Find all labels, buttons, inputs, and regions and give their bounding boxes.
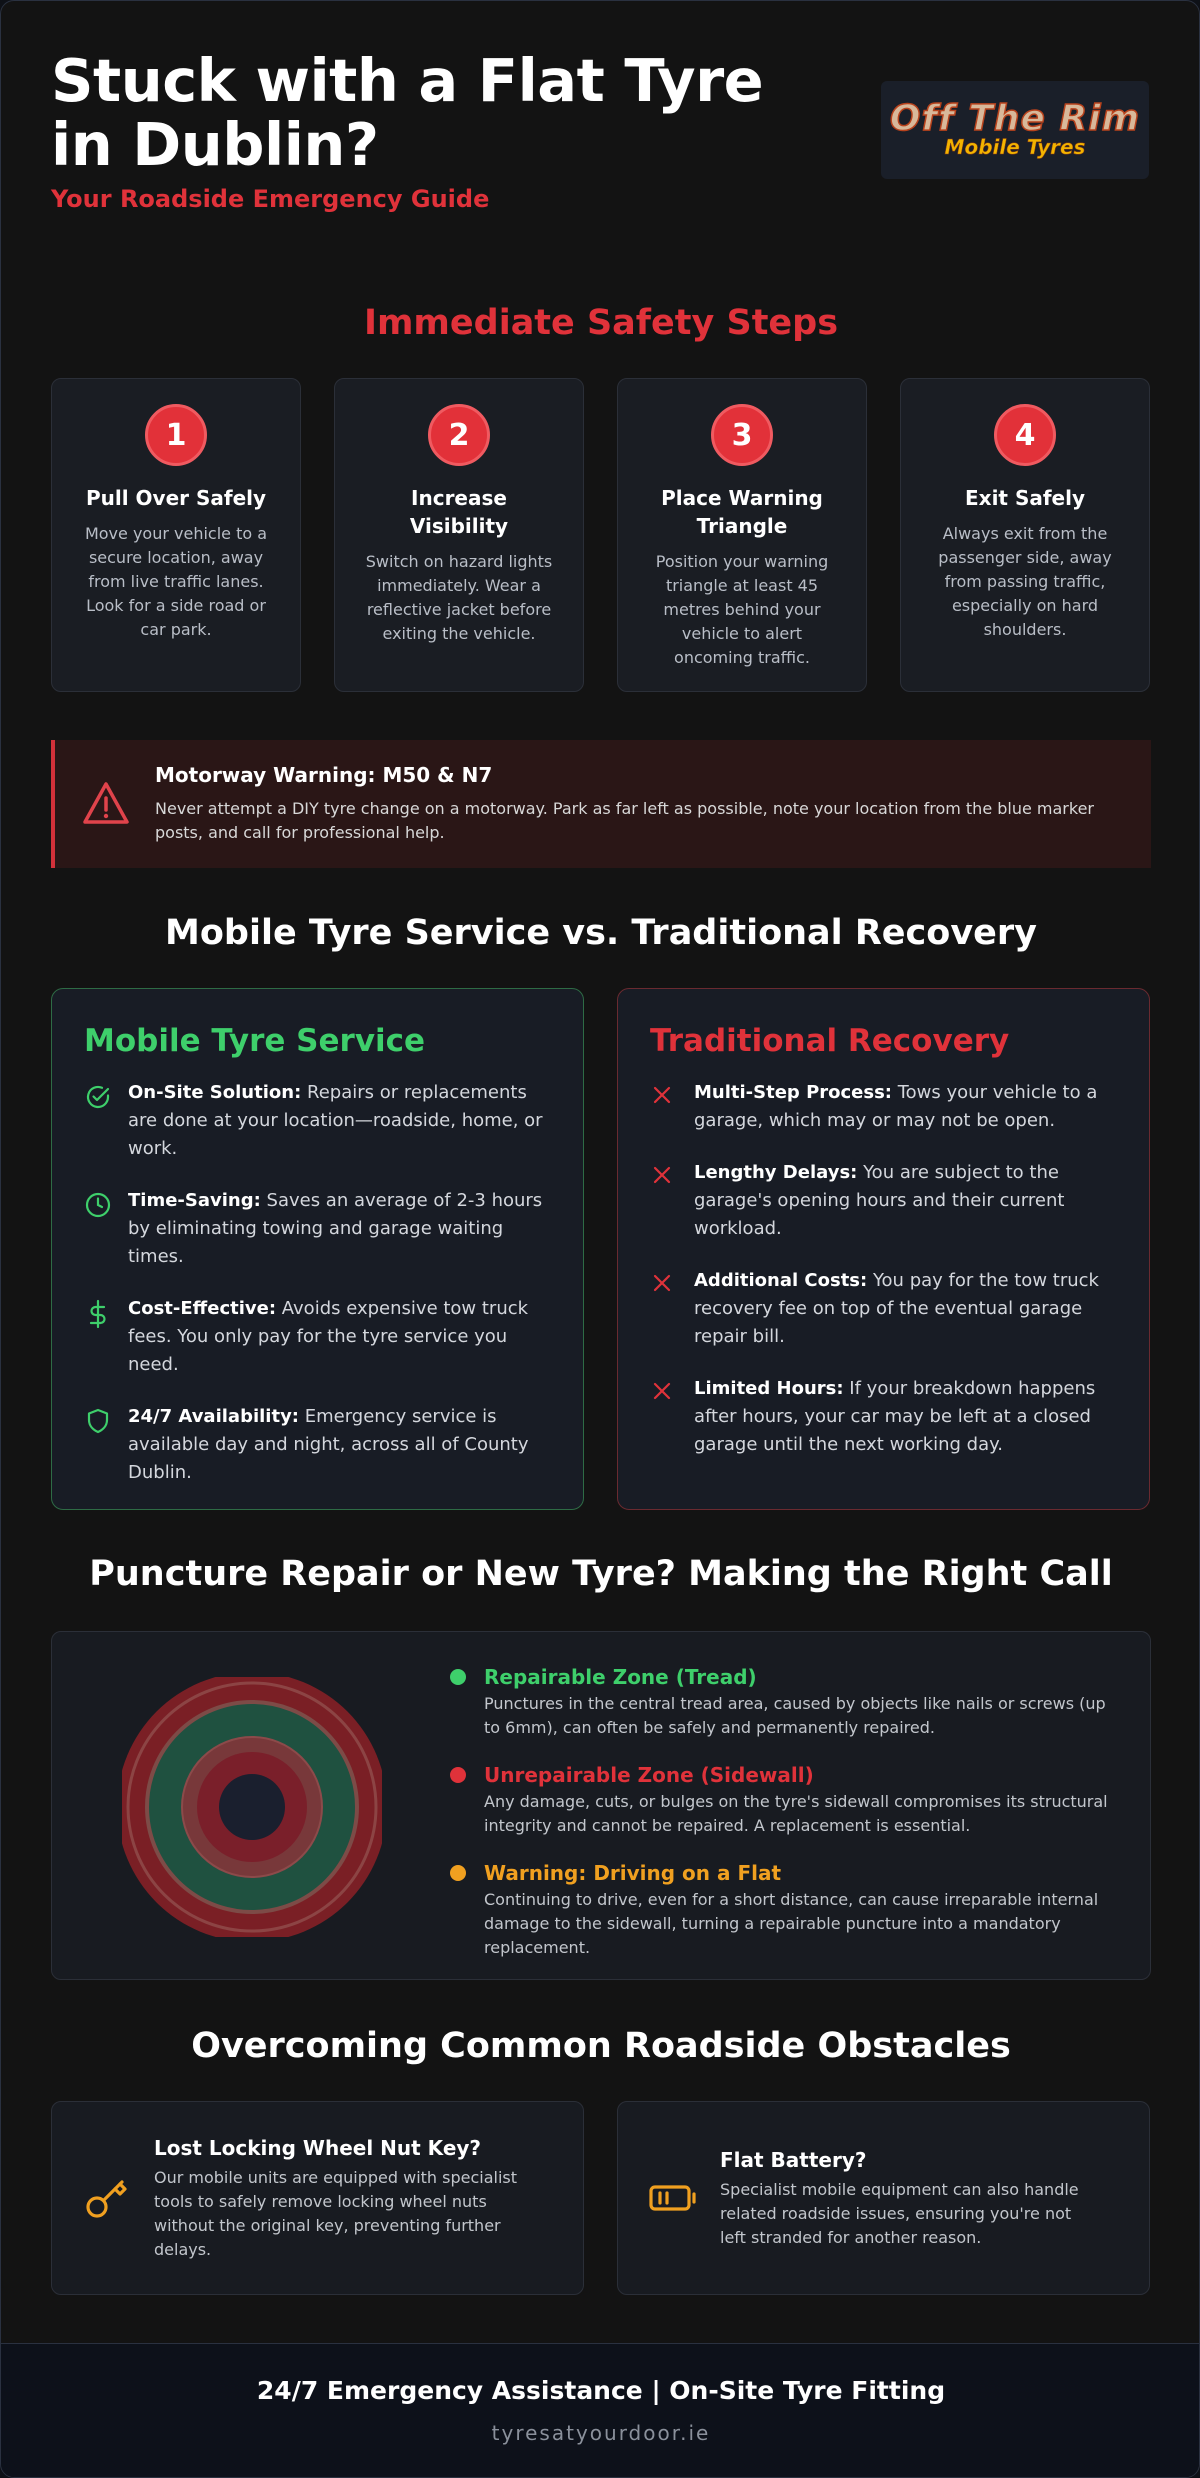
step-description: Always exit from the passenger side, awa…: [938, 524, 1112, 639]
benefit-item: On-Site Solution: Repairs or replacement…: [84, 1079, 551, 1163]
obstacle-description: Specialist mobile equipment can also han…: [720, 2180, 1079, 2247]
footer-website[interactable]: tyresatyourdoor.ie: [491, 2421, 711, 2445]
tyre-diagram: [122, 1677, 382, 1937]
drawback-text: You are subject to the garage's opening …: [694, 1162, 1065, 1239]
x-icon: [653, 1274, 671, 1292]
x-icon: [653, 1086, 671, 1104]
zone-title: Unrepairable Zone (Sidewall): [484, 1763, 814, 1787]
logo-tagline: Mobile Tyres: [944, 135, 1086, 160]
page-title: Stuck with a Flat Tyre in Dublin?: [51, 46, 764, 179]
drawback-item: Multi-Step Process: Tows your vehicle to…: [650, 1079, 1117, 1135]
key-icon: [86, 2180, 127, 2218]
benefit-text: Avoids expensive tow truck fees. You onl…: [128, 1298, 529, 1375]
drawback-text: Tows your vehicle to a garage, which may…: [694, 1082, 1098, 1131]
step-card: 3 Place Warning Triangle Position your w…: [617, 378, 867, 692]
step-card: 1 Pull Over Safely Move your vehicle to …: [51, 378, 301, 692]
traditional-recovery-title: Traditional Recovery: [650, 1023, 1010, 1059]
footer-tagline: 24/7 Emergency Assistance | On-Site Tyre…: [256, 2376, 946, 2405]
battery-icon: [649, 2185, 696, 2211]
step-title: Exit Safely: [965, 486, 1085, 510]
step-card: 2 Increase Visibility Switch on hazard l…: [334, 378, 584, 692]
brand-logo: Off The Rim Mobile Tyres: [881, 81, 1149, 179]
warning-title: Motorway Warning: M50 & N7: [155, 763, 493, 787]
zone-item: Repairable Zone (Tread) Punctures in the…: [450, 1662, 1110, 1740]
zone-title: Repairable Zone (Tread): [484, 1665, 757, 1689]
puncture-card: Repairable Zone (Tread) Punctures in the…: [51, 1631, 1151, 1980]
zone-title: Warning: Driving on a Flat: [484, 1861, 782, 1885]
benefit-text: Repairs or replacements are done at your…: [128, 1082, 543, 1159]
drawback-item: Additional Costs: You pay for the tow tr…: [650, 1267, 1117, 1351]
zone-description: Punctures in the central tread area, cau…: [484, 1694, 1106, 1737]
drawback-label: Additional Costs:: [694, 1270, 868, 1291]
zone-description: Any damage, cuts, or bulges on the tyre'…: [484, 1792, 1108, 1835]
step-title: Place Warning Triangle: [661, 486, 823, 538]
step-card: 4 Exit Safely Always exit from the passe…: [900, 378, 1150, 692]
x-icon: [653, 1382, 671, 1400]
benefit-item: Cost-Effective: Avoids expensive tow tru…: [84, 1295, 551, 1379]
benefit-label: Cost-Effective:: [128, 1298, 277, 1319]
logo-wordmark: Off The Rim: [889, 98, 1141, 139]
benefit-label: On-Site Solution:: [128, 1082, 302, 1103]
step-description: Position your warning triangle at least …: [655, 552, 829, 667]
zone-item: Warning: Driving on a Flat Continuing to…: [450, 1858, 1110, 1960]
drawback-item: Lengthy Delays: You are subject to the g…: [650, 1159, 1117, 1243]
zone-description: Continuing to drive, even for a short di…: [484, 1890, 1099, 1957]
page-subtitle: Your Roadside Emergency Guide: [51, 185, 490, 213]
step-number: 4: [994, 404, 1056, 466]
drawback-label: Lengthy Delays:: [694, 1162, 858, 1183]
footer: 24/7 Emergency Assistance | On-Site Tyre…: [1, 2343, 1199, 2477]
drawback-text: You pay for the tow truck recovery fee o…: [694, 1270, 1099, 1347]
puncture-section-title: Puncture Repair or New Tyre? Making the …: [89, 1554, 1113, 1594]
benefit-label: 24/7 Availability:: [128, 1406, 299, 1427]
drawback-text: If your breakdown happens after hours, y…: [694, 1378, 1096, 1455]
step-number: 2: [428, 404, 490, 466]
obstacles-section-title: Overcoming Common Roadside Obstacles: [191, 2026, 1011, 2066]
zone-indicator-dot: [450, 1669, 466, 1685]
benefit-text: Saves an average of 2-3 hours by elimina…: [128, 1190, 543, 1267]
hero-header: Stuck with a Flat Tyre in Dublin? Your R…: [51, 46, 831, 214]
obstacle-card: Flat Battery? Specialist mobile equipmen…: [617, 2101, 1150, 2295]
obstacle-description: Our mobile units are equipped with speci…: [154, 2168, 518, 2259]
obstacle-title: Flat Battery?: [720, 2148, 867, 2172]
drawback-label: Limited Hours:: [694, 1378, 844, 1399]
step-description: Switch on hazard lights immediately. Wea…: [365, 552, 553, 643]
motorway-warning-banner: Motorway Warning: M50 & N7 Never attempt…: [51, 740, 1151, 868]
step-number: 3: [711, 404, 773, 466]
comparison-section-title: Mobile Tyre Service vs. Traditional Reco…: [165, 913, 1037, 953]
obstacle-card: Lost Locking Wheel Nut Key? Our mobile u…: [51, 2101, 584, 2295]
x-icon: [653, 1166, 671, 1184]
shield-icon: [87, 1408, 109, 1434]
step-title: Pull Over Safely: [85, 486, 267, 510]
benefit-item: Time-Saving: Saves an average of 2-3 hou…: [84, 1187, 551, 1271]
safety-section-title: Immediate Safety Steps: [363, 303, 839, 343]
check-circle-icon: [86, 1085, 110, 1109]
traditional-recovery-card: Traditional Recovery Multi-Step Process:…: [617, 988, 1150, 1510]
drawback-label: Multi-Step Process:: [694, 1082, 893, 1103]
benefit-text: Emergency service is available day and n…: [128, 1406, 529, 1483]
obstacle-title: Lost Locking Wheel Nut Key?: [154, 2136, 482, 2160]
zone-indicator-dot: [450, 1865, 466, 1881]
safety-steps: 1 Pull Over Safely Move your vehicle to …: [51, 378, 1151, 692]
dollar-icon: [89, 1299, 106, 1329]
step-description: Move your vehicle to a secure location, …: [84, 524, 268, 639]
mobile-service-title: Mobile Tyre Service: [84, 1023, 426, 1059]
step-title: Increase Visibility: [409, 486, 509, 538]
benefit-label: Time-Saving:: [128, 1190, 261, 1211]
clock-icon: [85, 1192, 111, 1218]
warning-description: Never attempt a DIY tyre change on a mot…: [155, 799, 1094, 842]
zone-indicator-dot: [450, 1767, 466, 1783]
benefit-item: 24/7 Availability: Emergency service is …: [84, 1403, 551, 1487]
drawback-item: Limited Hours: If your breakdown happens…: [650, 1375, 1117, 1459]
step-number: 1: [145, 404, 207, 466]
zone-item: Unrepairable Zone (Sidewall) Any damage,…: [450, 1760, 1110, 1838]
warning-triangle-icon: [83, 782, 129, 824]
mobile-service-card: Mobile Tyre Service On-Site Solution: Re…: [51, 988, 584, 1510]
